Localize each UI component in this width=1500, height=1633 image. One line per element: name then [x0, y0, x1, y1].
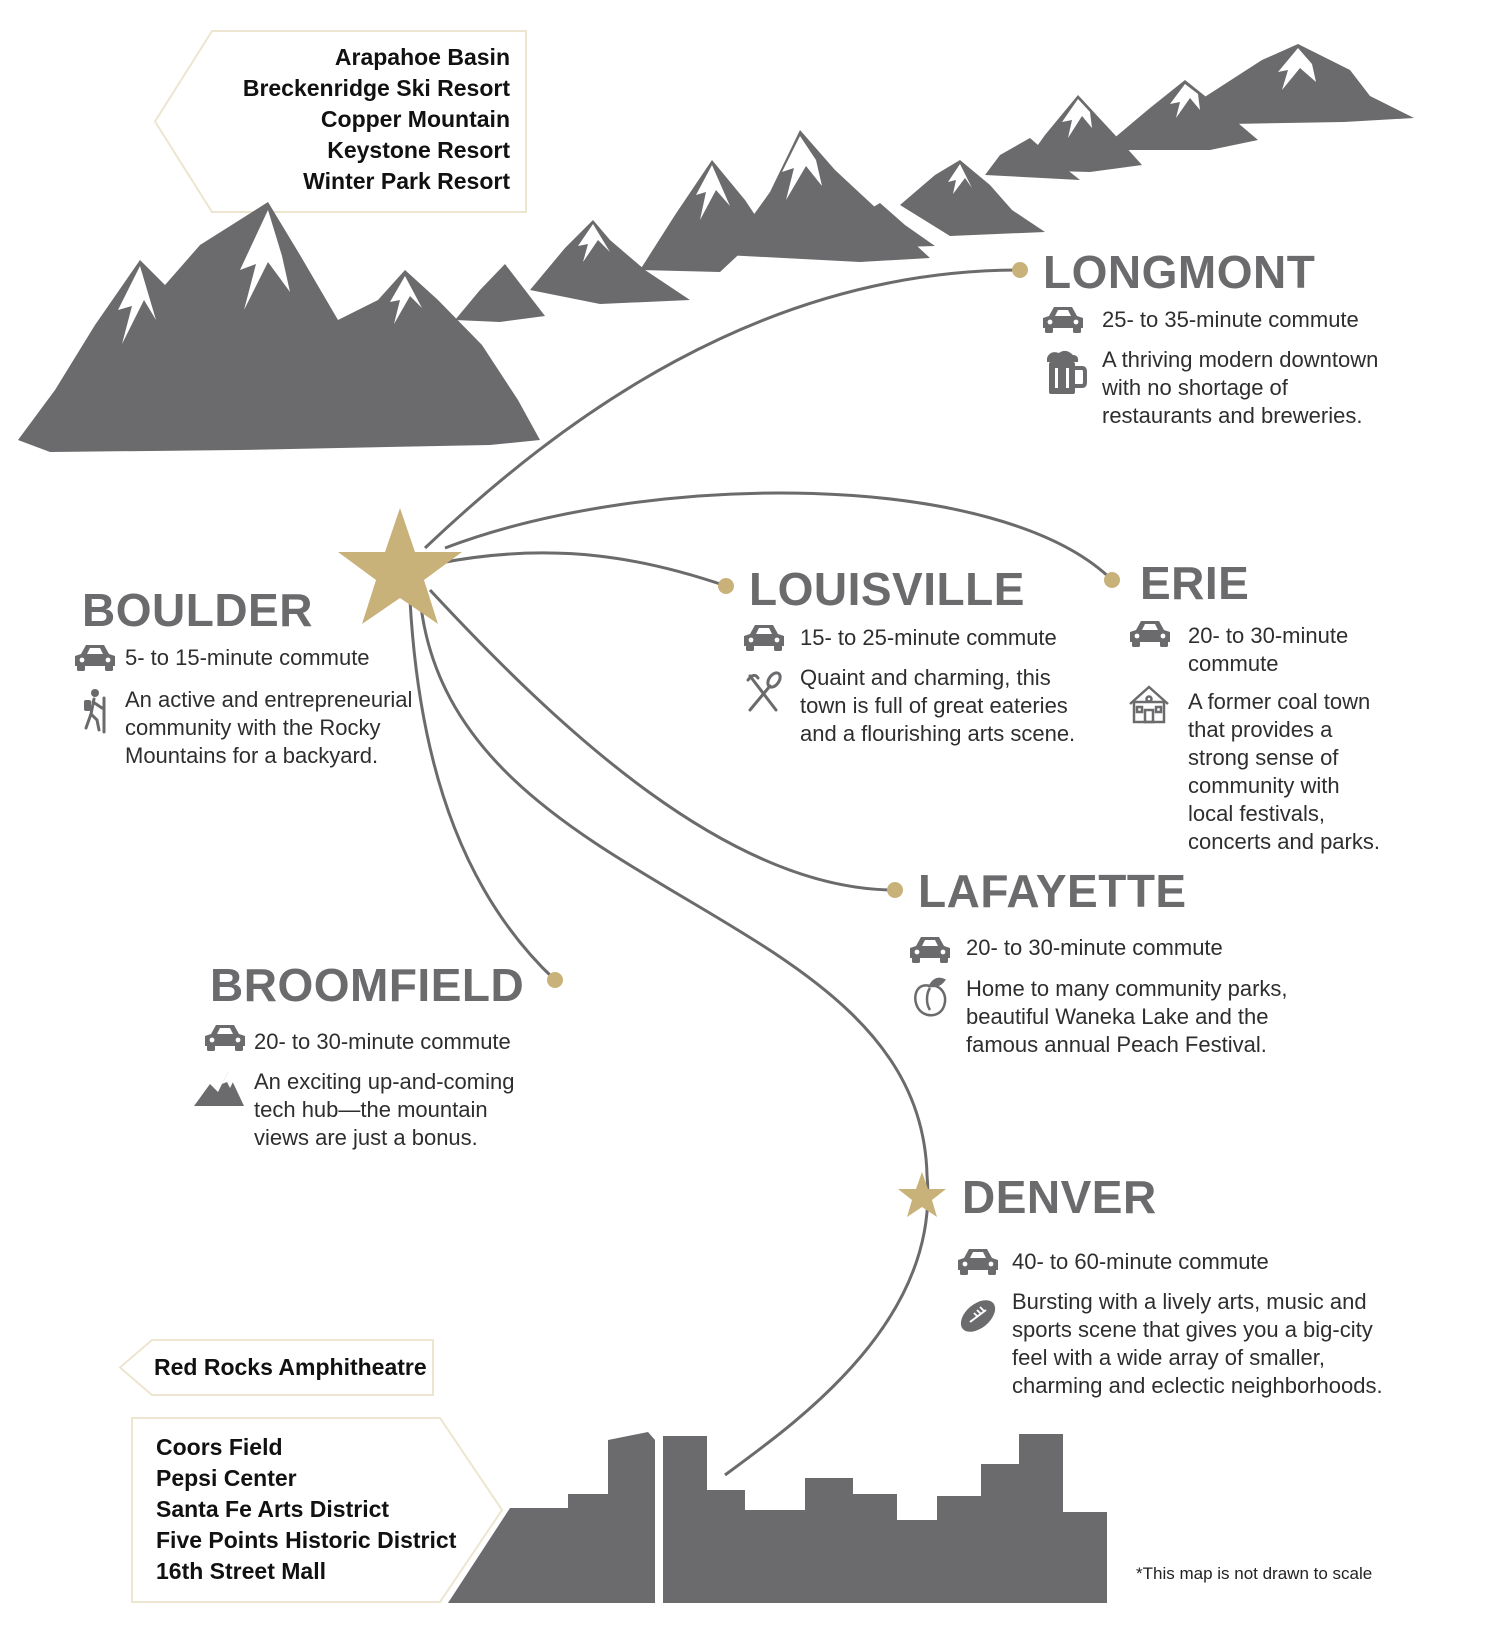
description-line: and a flourishing arts scene.: [800, 721, 1076, 746]
route-lafayette: [428, 588, 896, 892]
description-line: Bursting with a lively arts, music and: [1012, 1289, 1367, 1314]
description-line: Quaint and charming, this: [800, 665, 1051, 690]
mountain-range: [18, 44, 1414, 452]
description-line: charming and eclectic neighborhoods.: [1012, 1373, 1383, 1398]
mountains-icon: [194, 1072, 244, 1106]
description-line: famous annual Peach Festival.: [966, 1032, 1267, 1057]
commute-boulder: 5- to 15-minute commute: [125, 645, 370, 670]
ski-resorts-list: Arapahoe Basin Breckenridge Ski Resort C…: [243, 42, 510, 197]
red-rocks-label: Red Rocks Amphitheatre: [154, 1354, 427, 1380]
ski-resort-item: Keystone Resort: [327, 137, 510, 163]
commute-louisville: 15- to 25-minute commute: [800, 625, 1057, 650]
ski-resort-item: Breckenridge Ski Resort: [242, 75, 510, 101]
description-line: concerts and parks.: [1188, 829, 1380, 854]
hiker-icon: [84, 689, 106, 734]
description-denver: Bursting with a lively arts, music and s…: [1012, 1288, 1383, 1400]
description-line: community with the Rocky: [125, 715, 381, 740]
description-line: restaurants and breweries.: [1102, 403, 1363, 428]
denver-star: [898, 1172, 946, 1217]
commute-longmont: 25- to 35-minute commute: [1102, 307, 1359, 332]
city-name-louisville: LOUISVILLE: [749, 563, 1025, 615]
description-line: sports scene that gives you a big-city: [1012, 1317, 1373, 1342]
denver-attractions-tag-box: [131, 1417, 504, 1603]
route-longmont: [423, 268, 1021, 550]
description-line: Mountains for a backyard.: [125, 743, 379, 768]
football-icon: [960, 1300, 996, 1332]
red-rocks-tag-box: [118, 1339, 434, 1396]
car-icon: [75, 645, 115, 671]
description-longmont: A thriving modern downtown with no short…: [1102, 346, 1378, 430]
commute-erie: 20- to 30-minute commute: [1188, 622, 1348, 678]
car-icon: [1130, 621, 1170, 647]
commute-denver: 40- to 60-minute commute: [1012, 1249, 1269, 1274]
description-louisville: Quaint and charming, this town is full o…: [800, 664, 1075, 748]
description-boulder: An active and entrepreneurial community …: [125, 686, 412, 770]
route-louisville: [439, 551, 727, 588]
ski-resorts-tag-box: [153, 30, 527, 213]
ski-resort-item: Arapahoe Basin: [334, 44, 510, 70]
description-line: feel with a wide array of smaller,: [1012, 1345, 1326, 1370]
beer-mug-icon: [1047, 350, 1087, 394]
attraction-item: Pepsi Center: [156, 1465, 297, 1491]
description-line: A former coal town: [1188, 689, 1371, 714]
route-lines: [408, 268, 1114, 1477]
city-name-denver: DENVER: [962, 1171, 1157, 1223]
description-line: community with: [1188, 773, 1340, 798]
denver-skyline: [448, 1432, 1107, 1603]
description-broomfield: An exciting up-and-coming tech hub—the m…: [254, 1068, 514, 1152]
description-line: views are just a bonus.: [254, 1125, 478, 1150]
city-name-erie: ERIE: [1140, 557, 1250, 609]
city-name-broomfield: BROOMFIELD: [210, 959, 525, 1011]
description-line: A thriving modern downtown: [1102, 347, 1379, 372]
description-line: with no shortage of: [1102, 375, 1288, 400]
house-icon: [1129, 685, 1169, 724]
description-line: Home to many community parks,: [966, 976, 1288, 1001]
description-lafayette: Home to many community parks, beautiful …: [966, 975, 1288, 1059]
city-name-lafayette: LAFAYETTE: [918, 865, 1187, 917]
description-line: town is full of great eateries: [800, 693, 1068, 718]
city-name-boulder: BOULDER: [82, 584, 313, 636]
description-line: tech hub—the mountain: [254, 1097, 488, 1122]
description-line: that provides a: [1188, 717, 1333, 742]
commute-lafayette: 20- to 30-minute commute: [966, 935, 1223, 960]
car-icon: [205, 1025, 245, 1051]
commute-broomfield: 20- to 30-minute commute: [254, 1029, 511, 1054]
ski-resort-item: Winter Park Resort: [303, 168, 510, 194]
description-line: strong sense of: [1188, 745, 1339, 770]
attraction-item: Coors Field: [156, 1434, 283, 1460]
description-line: An active and entrepreneurial: [125, 687, 413, 712]
description-erie: A former coal town that provides a stron…: [1188, 688, 1380, 856]
route-erie: [444, 491, 1114, 582]
denver-attractions-list: Coors Field Pepsi Center Santa Fe Arts D…: [156, 1432, 456, 1587]
route-denver: [418, 597, 930, 1477]
peach-icon: [914, 977, 947, 1017]
boulder-star: [338, 508, 462, 624]
destination-dots: [547, 262, 1120, 988]
car-icon: [958, 1249, 998, 1275]
description-line: local festivals,: [1188, 801, 1325, 826]
attraction-item: Santa Fe Arts District: [156, 1496, 390, 1522]
description-line: beautiful Waneka Lake and the: [966, 1004, 1269, 1029]
city-name-longmont: LONGMONT: [1043, 246, 1316, 298]
car-icon: [1043, 307, 1083, 333]
car-icon: [744, 625, 784, 651]
attraction-item: 16th Street Mall: [156, 1558, 326, 1584]
route-broomfield: [408, 599, 557, 982]
car-icon: [910, 937, 950, 963]
description-line: An exciting up-and-coming: [254, 1069, 515, 1094]
commute-line: commute: [1188, 651, 1279, 676]
commute-line: 20- to 30-minute: [1188, 623, 1349, 648]
fork-spoon-icon: [746, 671, 782, 712]
ski-resort-item: Copper Mountain: [320, 106, 510, 132]
attraction-item: Five Points Historic District: [156, 1527, 457, 1553]
scale-footnote: *This map is not drawn to scale: [1136, 1564, 1373, 1583]
